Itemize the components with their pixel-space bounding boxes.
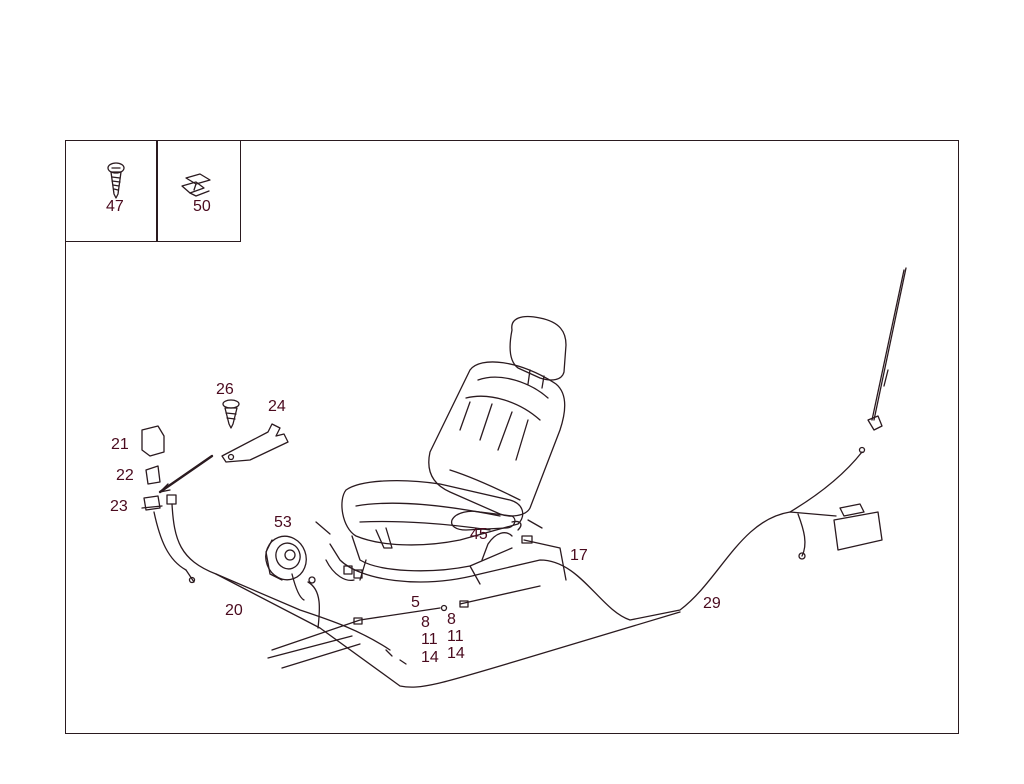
part-label-14-right: 14 [447, 645, 465, 662]
part-label-11-left: 11 [421, 631, 438, 648]
part-label-17: 17 [570, 547, 588, 564]
part-label-29: 29 [703, 595, 721, 612]
part-label-22: 22 [116, 467, 134, 484]
part-label-24: 24 [268, 398, 286, 415]
part-label-26: 26 [216, 381, 234, 398]
seat-icon [315, 315, 567, 585]
speaker-icon [265, 535, 307, 581]
part-label-45: 45 [470, 526, 488, 543]
part-label-14-left: 14 [421, 649, 439, 666]
part-label-11-right: 11 [447, 628, 464, 645]
part-label-53: 53 [274, 514, 292, 531]
part-label-8-right: 8 [447, 611, 456, 628]
part-label-8-left: 8 [421, 614, 430, 631]
part-label-47: 47 [106, 198, 124, 215]
part-label-21: 21 [111, 436, 129, 453]
bracket-icon [221, 423, 289, 463]
screw-icon [222, 399, 240, 429]
diagram-frame [65, 140, 959, 734]
part-label-23: 23 [110, 498, 128, 515]
part-label-20: 20 [225, 602, 243, 619]
antenna-icon [867, 267, 907, 431]
control-unit-icon [833, 503, 883, 551]
screw-icon [107, 162, 125, 199]
clip-icon [181, 173, 211, 197]
inset-box-50 [156, 140, 241, 242]
connector-icon [141, 425, 165, 511]
part-label-50: 50 [193, 198, 211, 215]
part-label-5: 5 [411, 594, 420, 611]
inset-box-47 [65, 140, 158, 242]
